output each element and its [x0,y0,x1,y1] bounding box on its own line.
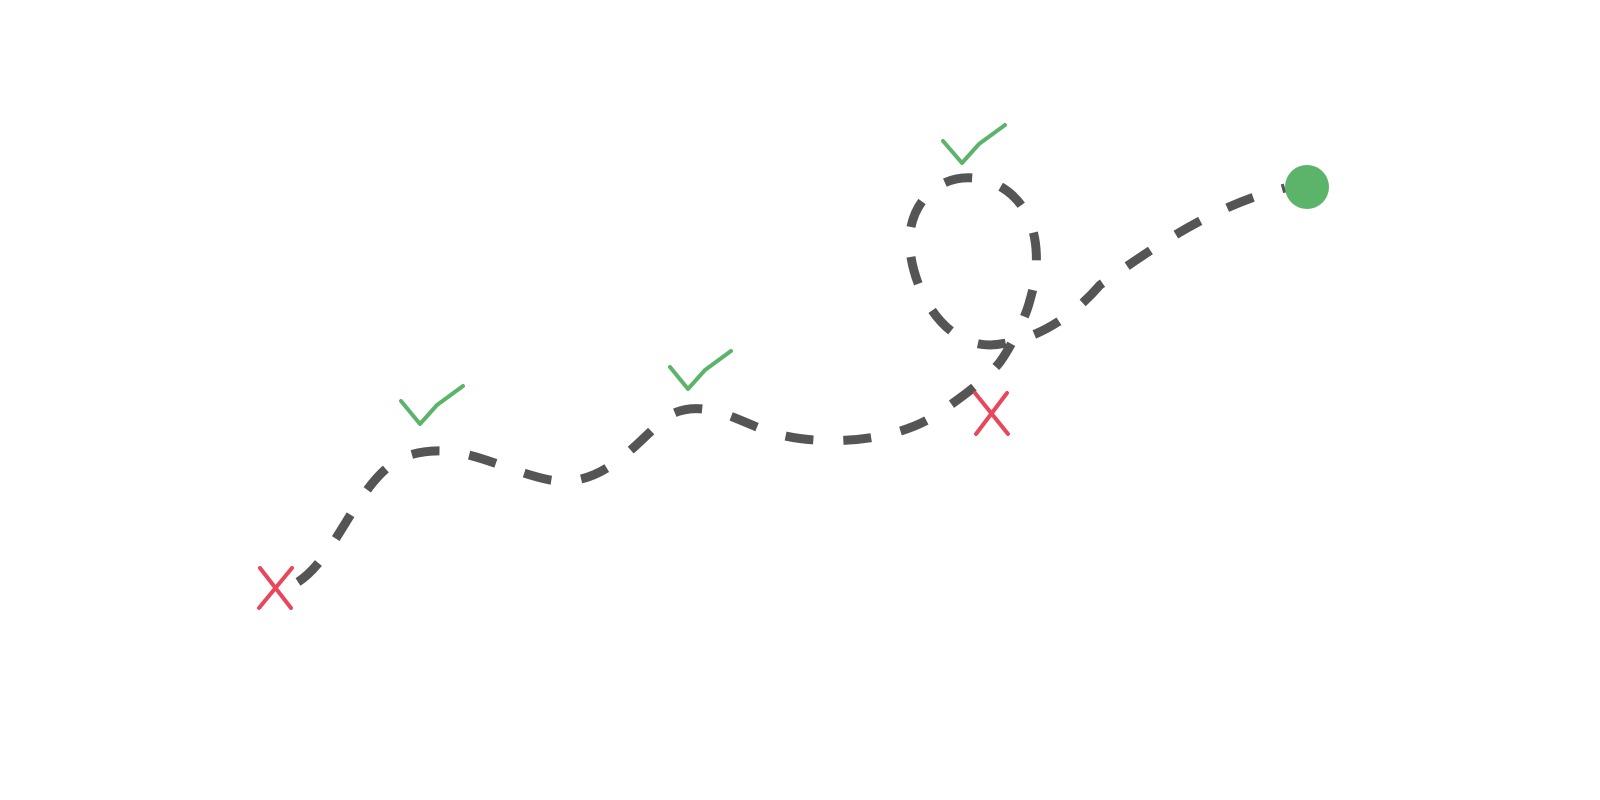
checkpoint-1-check-icon [399,384,465,426]
checkpoint-2-check-icon [668,349,733,391]
goal-dot-icon [1285,165,1329,209]
checkpoint-cross-icon [973,391,1010,436]
cross-stroke-b [974,391,1009,436]
start-cross-icon [257,566,294,610]
checkpoint-3-check-icon [941,123,1007,165]
cross-stroke-b [257,566,294,610]
dashed-route-path [295,173,1287,586]
